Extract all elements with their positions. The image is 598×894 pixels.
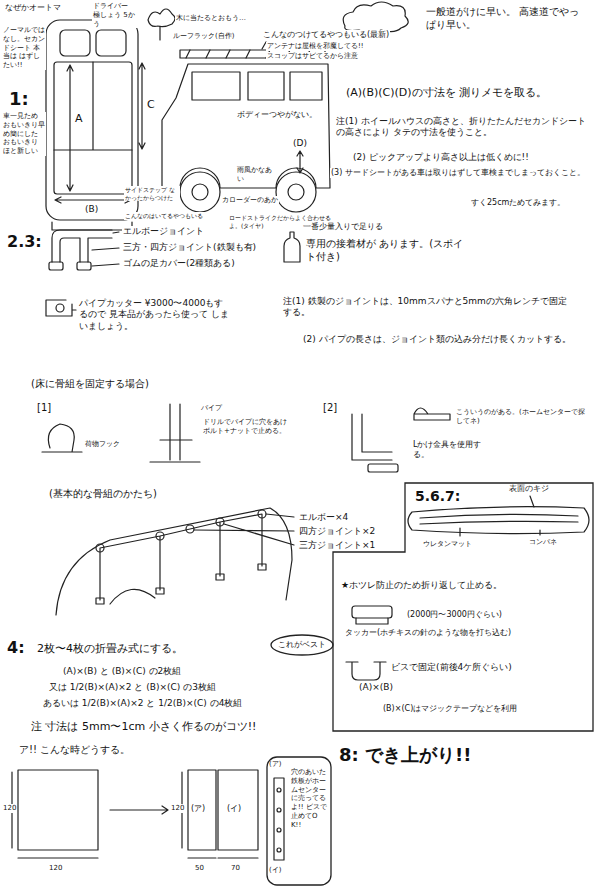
outline-shape xyxy=(267,757,331,885)
annotation-label: 2.3: xyxy=(6,232,43,252)
annotation-label: 1: xyxy=(8,88,30,111)
node-text: コンパネ xyxy=(528,538,558,547)
annotation-label: ノーマルでは なし。セカンドシート 本当は はずしたい!! xyxy=(2,26,46,70)
annotation-label: ルーフラック(自作) xyxy=(172,32,235,41)
node-text: ビスで固定(前後4ケ所ぐらい) xyxy=(390,662,513,673)
annotation-label: (B) xyxy=(84,204,99,215)
annotation-label: (3) サードシートがある車は取りはずして車検までしまっておくこと。 xyxy=(330,168,594,178)
annotation-label: 50 xyxy=(194,864,205,873)
annotation-label: ゴムの足カバー(2種類ある) xyxy=(122,258,236,269)
node-text: (B)×(C)はマジックテープなどを利用 xyxy=(382,704,518,714)
annotation-label: (A)×(B) と (B)×(C) の2枚組 xyxy=(62,666,182,677)
node-text: (2000円〜3000円ぐらい) xyxy=(406,610,503,620)
annotation-label: (D) xyxy=(292,138,308,149)
outline-shape xyxy=(333,483,593,731)
annotation-label: 8: でき上がり!! xyxy=(338,744,472,767)
annotation-label: ドリルでパイプに穴をあけ ボルト+ナットで止める。 xyxy=(202,418,294,436)
annotation-label: [2] xyxy=(322,402,338,415)
annotation-label: 木に当たるとおもう… xyxy=(175,14,257,23)
annotation-label: (イ) xyxy=(268,866,282,875)
annotation-label: 70 xyxy=(230,864,241,873)
annotation-label: カローダーのあか xyxy=(221,196,279,205)
annotation-label: 三方・四方ジョイント(鉄製も有) xyxy=(122,242,257,253)
annotation-label: ボディーつやがない。 xyxy=(236,110,318,120)
annotation-label: アンテナは屋根を邪魔してる!! xyxy=(266,42,365,51)
annotation-label: 又は 1/2(B)×(A)×2 と (B)×(C) の3枚組 xyxy=(48,682,217,693)
annotation-label: A xyxy=(74,112,84,126)
annotation-label: (イ) xyxy=(226,804,242,814)
annotation-label: 注(1) 鉄製のジョイントは、10mmスパナと5mmの六角レンチで固定する。 xyxy=(282,296,576,319)
annotation-label: なぜかオートマ xyxy=(4,3,66,13)
annotation-label: (基本的な骨組のかたち) xyxy=(48,488,158,501)
annotation-label: 2枚〜4枚の折畳み式にする。 xyxy=(36,642,184,656)
note-circle: これがベスト xyxy=(270,634,334,656)
annotation-label: 荷物フック xyxy=(84,440,121,449)
node-text: (A)×(B) xyxy=(358,682,394,693)
annotation-label: あるいは 1/2(B)×(A)×2 と 1/2(B)×(C) の4枚組 xyxy=(42,698,243,709)
node-text: 穴のあいた鉄板がホームセンターに売ってるよ!! ビスで止めてOK!! xyxy=(290,768,328,829)
annotation-label: スコップはサビてるから注意 xyxy=(266,52,359,61)
annotation-label: (ア) xyxy=(268,760,282,769)
node-text: タッカー(ホチキスの針のような物を打ち込む) xyxy=(344,628,512,638)
annotation-label: パイプカッター ¥3000〜4000もするので 見本品があったら使って しまいま… xyxy=(78,298,230,332)
outline-shape xyxy=(271,635,333,655)
annotation-label: エルボー×4 xyxy=(298,512,349,523)
annotation-label: C xyxy=(146,98,156,112)
annotation-label: こんなのはいてるやつもいる xyxy=(124,212,206,220)
annotation-label: 120 xyxy=(2,804,17,813)
annotation-label: サイドステップ なかったからつけた xyxy=(124,186,180,201)
annotation-label: 専用の接着材が あります。(スポイト付き) xyxy=(305,238,467,263)
annotation-label: Lかけ金具を使用する。 xyxy=(412,440,494,460)
annotation-label: 雨風かなあい xyxy=(236,166,274,184)
node-text: ウレタンマット xyxy=(422,540,473,549)
annotation-label: (A)(B)(C)(D)の寸法を 測りメモを取る。 xyxy=(345,86,577,100)
annotation-label: こういうのがある。(ホームセンターで探してネ) xyxy=(455,408,592,426)
annotation-label: すく25cmためてみます。 xyxy=(470,198,592,208)
annotation-label: 注 寸法は 5mm〜1cm 小さく作るのがコツ!! xyxy=(30,720,258,734)
annotation-label: (2) パイプの長さは、ジョイント類の込み分だけ長くカットする。 xyxy=(302,334,576,345)
annotation-label: こんなのつけてるやつもいる(最新) xyxy=(262,30,390,40)
annotation-label: エルボージョイント xyxy=(122,226,205,237)
annotation-label: 一般道がけに早い。 高速道でやっぱり早い。 xyxy=(425,6,587,31)
annotation-label: 三方ジョイント×1 xyxy=(298,540,376,551)
annotation-label: 120 xyxy=(48,864,63,873)
annotation-label: 車一見ため おもいきり早め簡にした おもいきり ほと新しい xyxy=(2,112,46,156)
annotation-label: [1] xyxy=(36,402,52,415)
annotation-label: パイプ xyxy=(200,404,223,413)
step-panel: 5.6.7: 表面のキジコンパネ ウレタンマット ★ホツレ防止のため折り返して止める。… xyxy=(332,482,594,732)
annotation-label: (床に骨組を固定する場合) xyxy=(30,378,150,391)
node-text: 5.6.7: xyxy=(414,488,461,506)
note-box: 穴のあいた鉄板がホームセンターに売ってるよ!! ビスで止めてOK!! xyxy=(266,756,332,886)
node-text: 表面のキジ xyxy=(508,484,550,494)
annotation-label: 四方ジョイント×2 xyxy=(298,526,376,537)
annotation-label: (ア) xyxy=(190,804,206,814)
annotation-label: (2) ピックアップより高さ以上は低くめに!! xyxy=(352,152,594,163)
annotation-label: 4: xyxy=(6,638,26,658)
node-text: これがベスト xyxy=(277,640,327,650)
annotation-label: ア!! こんな時どうする。 xyxy=(18,744,131,757)
annotation-label: 注(1) ホイールハウスの高さと、折りたたんだセカンドシートの高さにより タテの… xyxy=(335,116,595,139)
node-outline xyxy=(332,482,594,732)
annotation-label: 120 xyxy=(170,804,185,813)
annotation-label: 一番少量入りで足りる xyxy=(302,222,384,232)
annotation-label: ドライバー 極しょう 5かう xyxy=(92,2,138,28)
node-text: ★ホツレ防止のため折り返して止める。 xyxy=(340,580,503,591)
